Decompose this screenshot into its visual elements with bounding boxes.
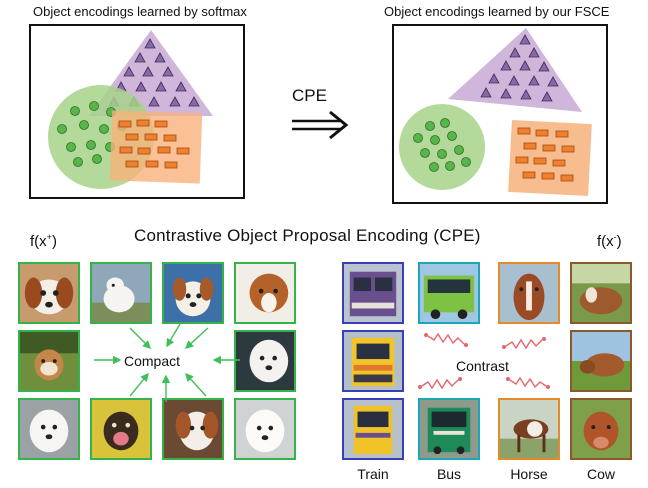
- double-arrow-icon: [292, 110, 349, 140]
- cow-photo: [570, 262, 632, 324]
- softmax-encoding-panel: [29, 24, 245, 199]
- triangle-points: [480, 34, 559, 102]
- contrast-label: Contrast: [456, 358, 509, 374]
- puppy-photo: [90, 262, 152, 324]
- cow-photo: [570, 330, 632, 392]
- white-dog-photo: [234, 398, 296, 460]
- softmax-encoding-diagram: [48, 30, 213, 189]
- fsce-encoding-panel: [392, 24, 608, 204]
- square-points: [515, 127, 575, 182]
- train-photo: [342, 330, 404, 392]
- horse-photo: [498, 262, 560, 324]
- dog-photo: [162, 398, 224, 460]
- fsce-encoding-diagram: [399, 28, 592, 197]
- category-label-horse: Horse: [510, 466, 548, 482]
- contrast-springs-icon: [418, 332, 550, 390]
- category-label-bus: Bus: [436, 466, 462, 482]
- dog-photo: [18, 262, 80, 324]
- cow-photo: [570, 398, 632, 460]
- circle-points: [413, 118, 471, 172]
- train-photo: [342, 262, 404, 324]
- cpe-arrow-label: CPE: [292, 86, 327, 105]
- white-dog-photo: [18, 398, 80, 460]
- circle-cluster: [399, 104, 485, 190]
- compact-label: Compact: [124, 353, 181, 369]
- bulldog-photo: [18, 330, 80, 392]
- white-dog-photo: [234, 330, 296, 392]
- right-panel-title: Object encodings learned by our FSCE: [384, 4, 610, 19]
- horse-photo: [498, 398, 560, 460]
- dog-photo: [234, 262, 296, 324]
- triangle-cluster: [448, 28, 582, 112]
- f-negative-label: f(x-): [597, 232, 622, 250]
- left-panel-title: Object encodings learned by softmax: [33, 4, 247, 19]
- compact-arrows-icon: [94, 323, 240, 402]
- cpe-title: Contrastive Object Proposal Encoding (CP…: [134, 226, 481, 245]
- square-points: [118, 119, 190, 169]
- bus-photo: [418, 398, 480, 460]
- f-positive-label: f(x+): [30, 232, 57, 250]
- train-photo: [342, 398, 404, 460]
- bus-photo: [418, 262, 480, 324]
- dog-photo: [162, 262, 224, 324]
- category-label-cow: Cow: [586, 466, 615, 482]
- category-label-train: Train: [357, 466, 389, 482]
- dog-photo: [90, 398, 152, 460]
